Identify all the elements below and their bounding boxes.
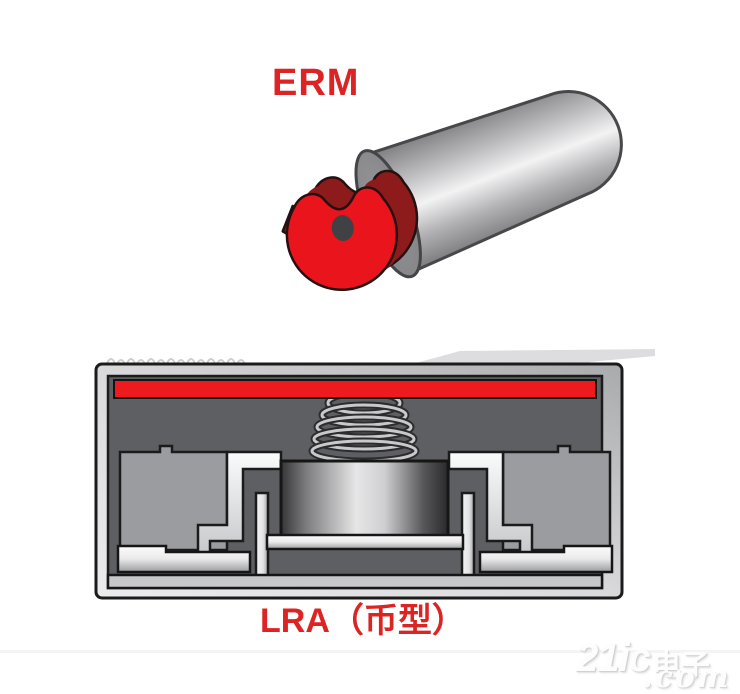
lra-spring bbox=[308, 389, 420, 465]
erm-label: ERM bbox=[272, 62, 360, 104]
lra-cross-section-illustration bbox=[94, 349, 655, 600]
erm-motor-illustration bbox=[280, 90, 623, 298]
erm-eccentric-mass bbox=[280, 166, 425, 298]
lra-mass-seat-plate bbox=[265, 533, 465, 551]
watermark: 21ic 电子网 .com bbox=[576, 634, 736, 694]
erm-shaft-dot bbox=[331, 215, 354, 241]
lra-left-bottom-plate bbox=[116, 544, 252, 574]
erm-cylinder-body bbox=[365, 90, 623, 274]
lra-top-red-bar bbox=[113, 379, 597, 399]
faint-horizontal-band bbox=[0, 650, 740, 653]
lra-bottom-strip bbox=[106, 573, 604, 590]
lra-mass-cylinder bbox=[279, 459, 450, 539]
lra-label: LRA（币型） bbox=[260, 602, 466, 640]
watermark-brand: 21ic bbox=[576, 636, 651, 680]
watermark-domain: .com bbox=[642, 660, 731, 694]
lra-right-bottom-plate bbox=[478, 544, 614, 574]
faint-lid-sketch bbox=[405, 349, 655, 366]
watermark-site-name: 电子网 bbox=[652, 650, 711, 694]
